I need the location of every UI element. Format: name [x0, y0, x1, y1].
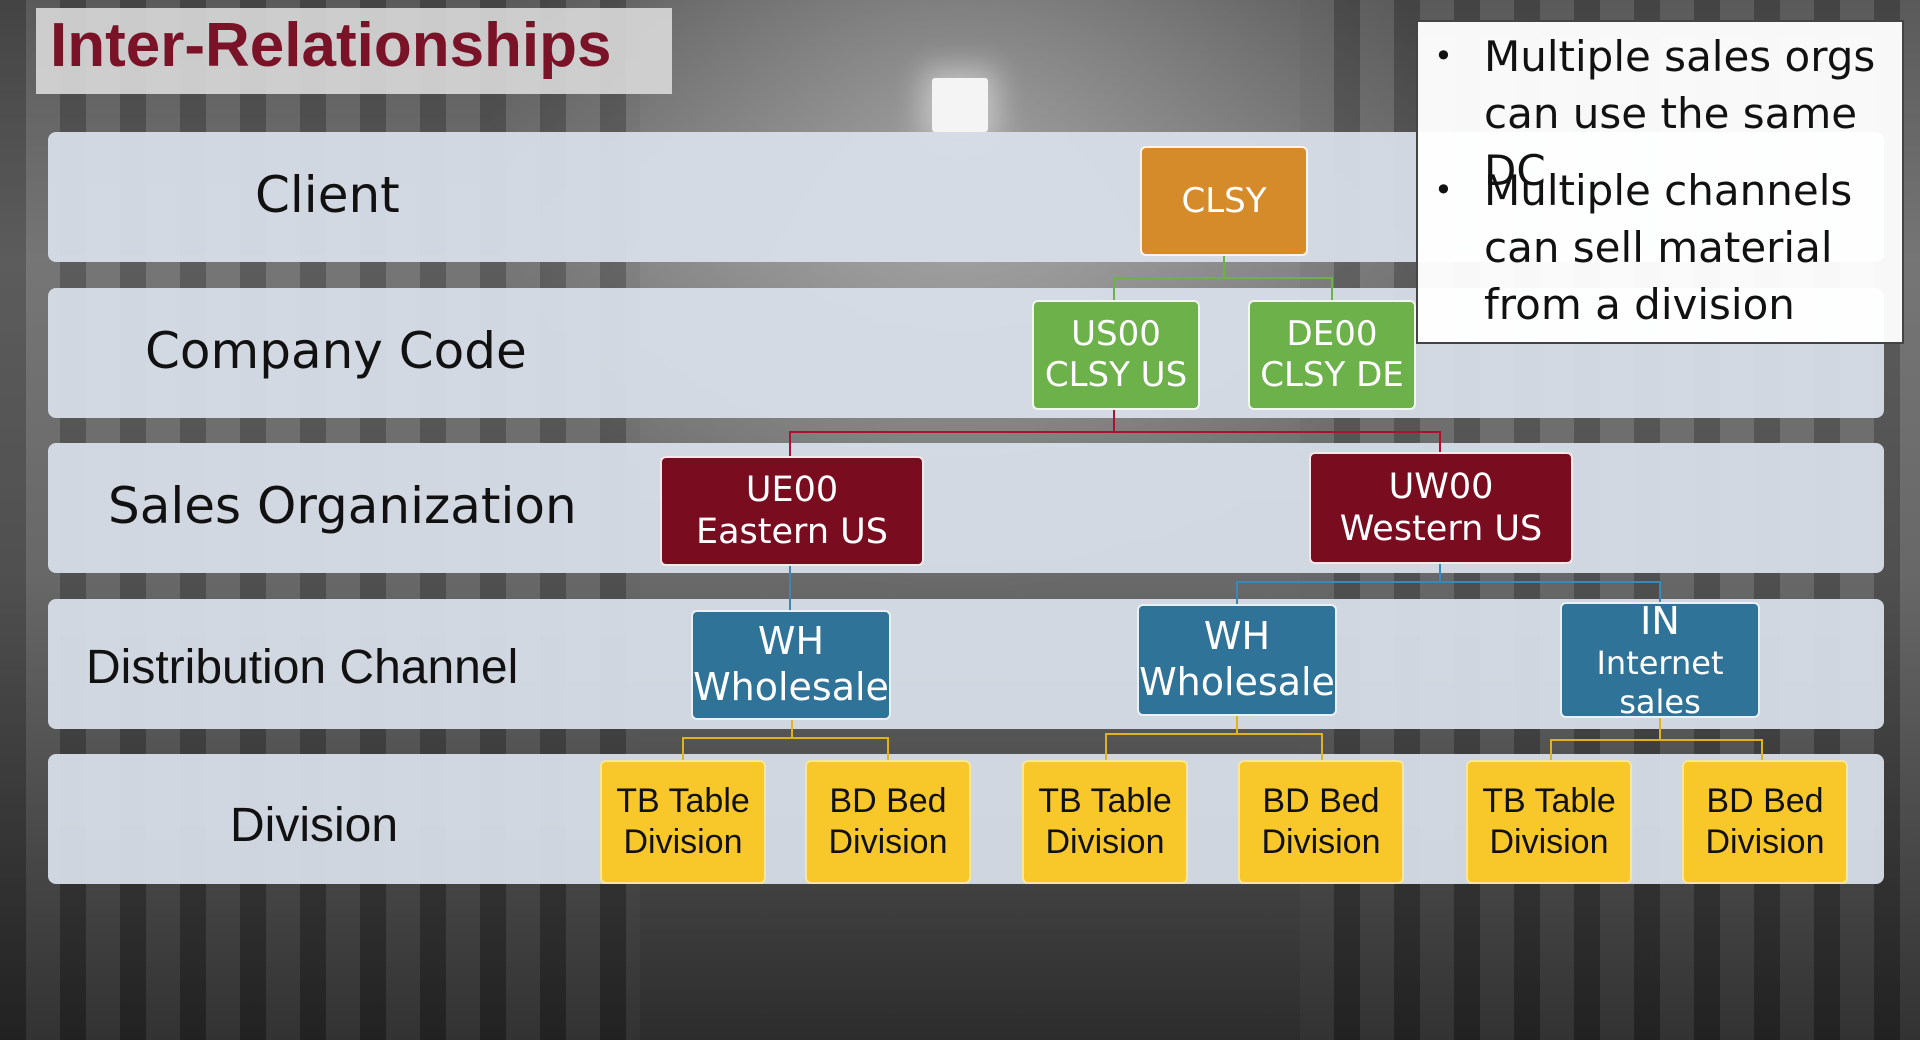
connector-dc1-div: [682, 720, 889, 760]
bullet-dot-icon: •: [1434, 171, 1453, 209]
division-tb-1[interactable]: TB Table Division: [600, 760, 766, 884]
node-code: DE00: [1286, 314, 1378, 355]
node-sales-org-ue00[interactable]: UE00 Eastern US: [660, 456, 924, 566]
label-company-code: Company Code: [145, 322, 527, 380]
connector-dc2-div: [1105, 716, 1323, 760]
node-name: Internet sales: [1596, 644, 1724, 718]
bullet-text: Multiple channels can sell material from…: [1484, 166, 1853, 329]
callout-box: • Multiple sales orgs can use the same D…: [1416, 20, 1904, 344]
slide-title: Inter-Relationships: [50, 11, 612, 80]
division-line1: TB Table: [1038, 782, 1172, 821]
connector-cc-so: [789, 410, 1441, 456]
node-company-code-us00[interactable]: US00 CLSY US: [1032, 300, 1200, 410]
label-division: Division: [230, 799, 399, 852]
ceiling-light: [932, 78, 988, 132]
division-line1: TB Table: [1482, 782, 1616, 821]
title-box: [36, 8, 672, 94]
node-code: UE00: [745, 470, 839, 510]
node-name: Wholesale: [693, 665, 889, 709]
node-client-clsy[interactable]: CLSY: [1140, 146, 1308, 256]
node-dist-channel-wh-west[interactable]: WH Wholesale: [1137, 604, 1337, 716]
division-line1: TB Table: [616, 782, 750, 821]
division-line2: Division: [1261, 823, 1381, 861]
node-code: IN: [1640, 602, 1680, 643]
connector-client-cc: [1113, 256, 1333, 300]
label-dist-channel: Distribution Channel: [86, 641, 519, 694]
division-line1: BD Bed: [1262, 782, 1380, 821]
connector-so-west-dc: [1236, 564, 1661, 604]
division-bd-3[interactable]: BD Bed Division: [1682, 760, 1848, 884]
division-bd-1[interactable]: BD Bed Division: [805, 760, 971, 884]
division-tb-2[interactable]: TB Table Division: [1022, 760, 1188, 884]
node-code: UW00: [1388, 467, 1494, 507]
node-code: WH: [1203, 614, 1271, 659]
division-line1: BD Bed: [829, 782, 947, 821]
node-name: Wholesale: [1139, 660, 1335, 704]
division-line2: Division: [623, 823, 743, 861]
division-line2: Division: [1489, 823, 1609, 861]
bullet-text: Multiple sales orgs can use the same DC: [1484, 32, 1876, 195]
node-code: WH: [757, 619, 825, 664]
node-sales-org-uw00[interactable]: UW00 Western US: [1309, 452, 1573, 564]
label-sales-org: Sales Organization: [108, 477, 577, 535]
division-bd-2[interactable]: BD Bed Division: [1238, 760, 1404, 884]
node-dist-channel-wh-east[interactable]: WH Wholesale: [691, 610, 891, 720]
node-dist-channel-in[interactable]: IN Internet sales: [1560, 602, 1760, 718]
node-name: Western US: [1339, 509, 1543, 549]
node-name: CLSY US: [1044, 355, 1188, 395]
callout-bullet-2: • Multiple channels can sell material fr…: [1434, 162, 1894, 333]
callout-bullet-1: • Multiple sales orgs can use the same D…: [1434, 28, 1894, 199]
node-name: Eastern US: [696, 512, 888, 552]
division-line2: Division: [1045, 823, 1165, 861]
division-tb-3[interactable]: TB Table Division: [1466, 760, 1632, 884]
node-code: US00: [1071, 314, 1161, 355]
connector-dc3-div: [1550, 718, 1763, 760]
node-name: CLSY DE: [1260, 355, 1404, 395]
bullet-dot-icon: •: [1434, 37, 1453, 75]
label-client: Client: [255, 166, 400, 224]
node-client-label: CLSY: [1181, 180, 1267, 221]
division-line2: Division: [1705, 823, 1825, 861]
division-line2: Division: [828, 823, 948, 861]
band-sales-org: [48, 443, 1884, 573]
node-company-code-de00[interactable]: DE00 CLSY DE: [1248, 300, 1416, 410]
division-line1: BD Bed: [1706, 782, 1824, 821]
